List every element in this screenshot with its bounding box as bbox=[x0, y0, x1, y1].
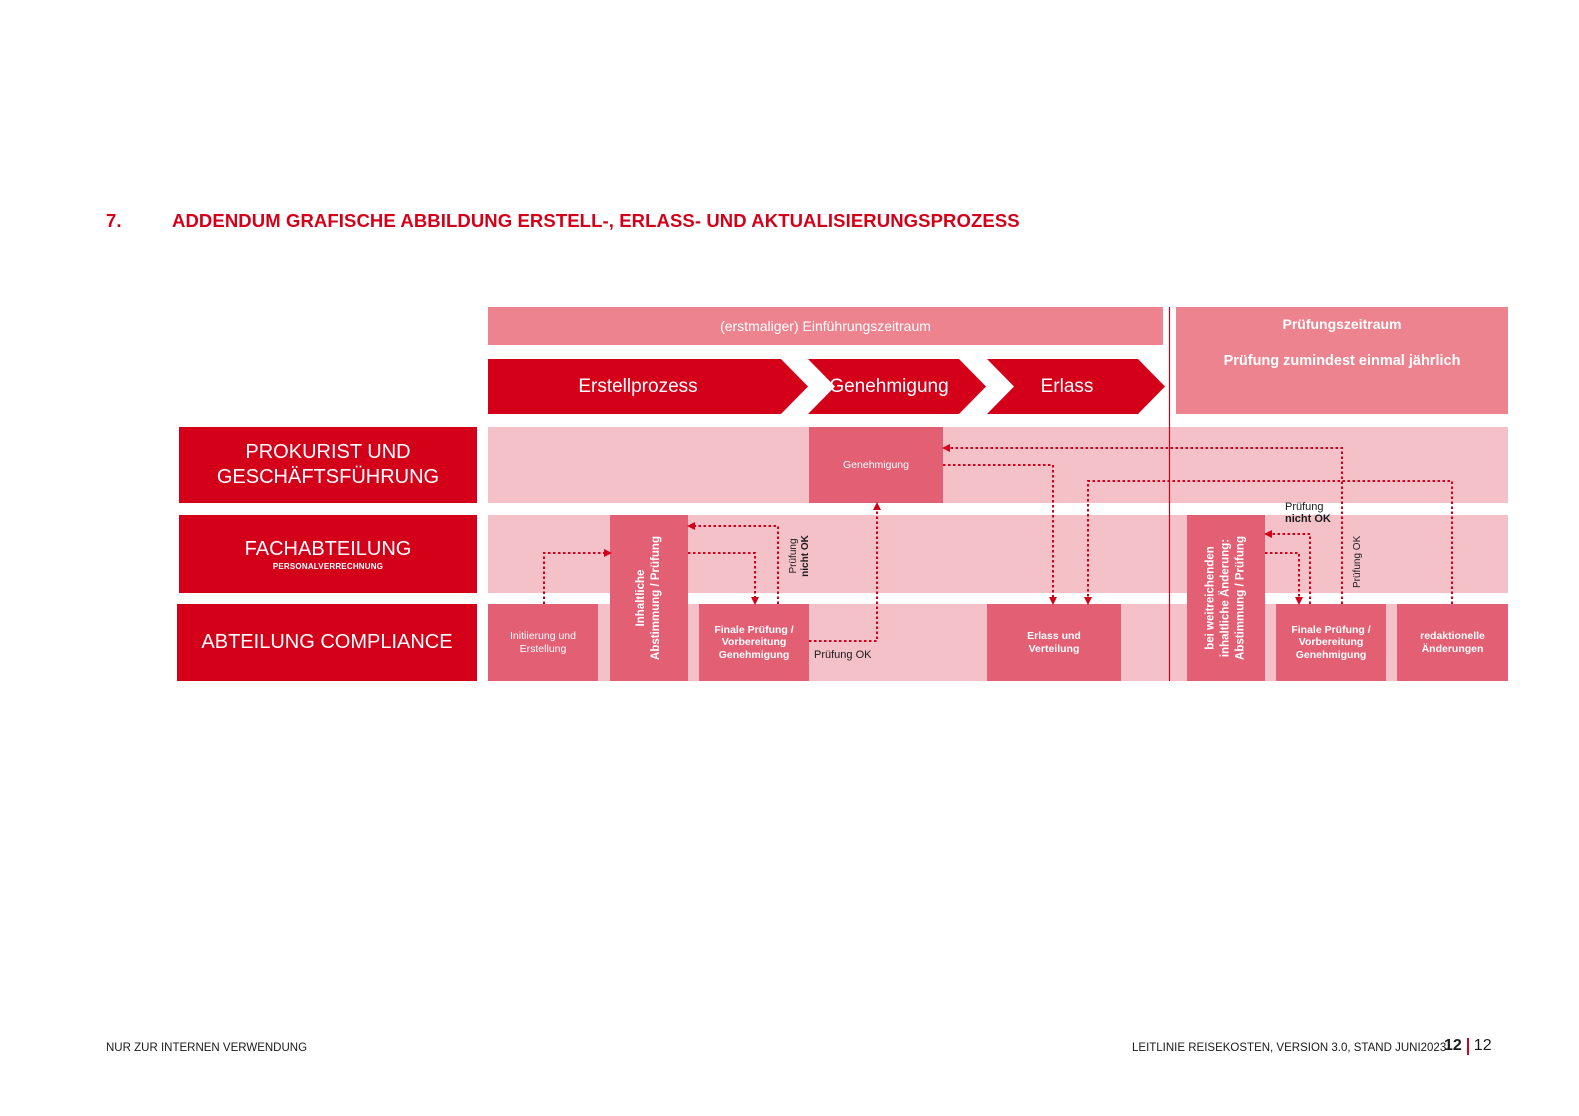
annotation-pruefung-nicht-ok-1: Prüfung nicht OK bbox=[788, 531, 812, 581]
step-label-erstellprozess: Erstellprozess bbox=[578, 375, 698, 397]
step-chevron-genehmigung bbox=[808, 359, 986, 414]
lane-label-fachabteilung-sub: PERSONALVERRECHNUNG bbox=[272, 561, 384, 571]
box-redaktionell-line1: redaktionelle bbox=[1420, 630, 1485, 642]
lane-label-compliance-title: ABTEILUNG COMPLIANCE bbox=[201, 631, 453, 653]
box-erlass-line2: Verteilung bbox=[1028, 642, 1080, 655]
footer-page-separator bbox=[1466, 1037, 1469, 1055]
box-finale1-line1: Finale Prüfung / bbox=[714, 623, 794, 636]
box-weitreichende-aenderung: bei weitreichenden inhaltliche Änderung:… bbox=[1187, 515, 1265, 681]
intro-period-bar: (erstmaliger) Einführungszeitraum bbox=[488, 307, 1163, 345]
box-finale2-line3: Genehmigung bbox=[1295, 648, 1367, 661]
footer-page-current: 12 bbox=[1444, 1037, 1462, 1054]
step-chevron-erstellprozess bbox=[488, 359, 808, 414]
arrow-finale-to-genehmigung bbox=[809, 502, 881, 642]
lane-label-compliance: ABTEILUNG COMPLIANCE bbox=[177, 604, 477, 681]
box-erlass-verteilung: Erlass und Verteilung bbox=[987, 604, 1121, 681]
section-title: ADDENDUM GRAFISCHE ABBILDUNG ERSTELL-, E… bbox=[172, 210, 1020, 231]
footer-confidentiality: NUR ZUR INTERNEN VERWENDUNG bbox=[106, 1042, 308, 1054]
footer-page-total: 12 bbox=[1473, 1037, 1492, 1054]
annotation-pruefung-ok-1: Prüfung OK bbox=[814, 649, 872, 661]
arrow-weitreichend-to-finale2 bbox=[1265, 552, 1303, 605]
box-finale2-line1: Finale Prüfung / bbox=[1291, 623, 1371, 636]
box-initiierung-line2: Erstellung bbox=[519, 642, 567, 655]
lane-label-fachabteilung-title: FACHABTEILUNG bbox=[244, 537, 412, 560]
arrow-finale2-back-to-weitreichend bbox=[1264, 530, 1311, 604]
step-label-erlass: Erlass bbox=[1040, 375, 1094, 397]
lane-label-prokurist-line2: GESCHÄFTSFÜHRUNG bbox=[216, 466, 440, 488]
step-label-genehmigung: Genehmigung bbox=[829, 375, 949, 397]
box-finale-pruefung-1: Finale Prüfung / Vorbereitung Genehmigun… bbox=[699, 604, 809, 681]
box-finale1-line3: Genehmigung bbox=[718, 648, 790, 661]
arrow-genehmigung-to-erlass bbox=[943, 464, 1057, 605]
box-finale1-line2: Vorbereitung bbox=[721, 636, 787, 649]
annotation-nicht-ok-2-line1: Prüfung bbox=[1285, 501, 1324, 513]
arrow-redaktionell-to-erlass bbox=[1084, 480, 1453, 605]
review-period-subtitle: Prüfung zumindest einmal jährlich bbox=[1223, 353, 1461, 369]
arrow-abstimmung-to-finale bbox=[688, 552, 759, 605]
annotation-pruefung-nicht-ok-2: Prüfung nicht OK bbox=[1285, 501, 1331, 525]
annotation-nicht-ok-1-line2: nicht OK bbox=[800, 535, 811, 577]
box-initiierung-line1: Initiierung und bbox=[510, 630, 576, 642]
box-redaktionell-line2: Änderungen bbox=[1421, 642, 1484, 655]
footer-document-info: LEITLINIE REISEKOSTEN, VERSION 3.0, STAN… bbox=[1132, 1042, 1447, 1054]
section-number: 7. bbox=[106, 210, 122, 231]
arrow-initiierung-to-abstimmung bbox=[543, 549, 612, 604]
box-genehmigung: Genehmigung bbox=[809, 427, 943, 503]
annotation-pruefung-ok-2: Prüfung OK bbox=[1352, 535, 1363, 588]
intro-period-label: (erstmaliger) Einführungszeitraum bbox=[720, 318, 931, 334]
box-finale2-line2: Vorbereitung bbox=[1298, 636, 1364, 649]
box-genehmigung-label: Genehmigung bbox=[843, 458, 909, 471]
step-chevron-erlass bbox=[987, 359, 1165, 414]
annotation-nicht-ok-1-line1: Prüfung bbox=[788, 538, 799, 574]
box-abstimmung: Inhaltliche Abstimmung / Prüfung bbox=[610, 515, 688, 681]
lane-label-prokurist: PROKURIST UND GESCHÄFTSFÜHRUNG bbox=[179, 427, 477, 503]
lane-label-fachabteilung: FACHABTEILUNG PERSONALVERRECHNUNG bbox=[179, 515, 477, 593]
box-initiierung: Initiierung und Erstellung bbox=[488, 604, 598, 681]
review-period-title: Prüfungszeitraum bbox=[1282, 316, 1402, 332]
box-redaktionelle-aenderungen: redaktionelle Änderungen bbox=[1397, 604, 1508, 681]
box-finale-pruefung-2: Finale Prüfung / Vorbereitung Genehmigun… bbox=[1276, 604, 1386, 681]
arrow-finale-back-to-abstimmung bbox=[687, 522, 779, 604]
box-erlass-line1: Erlass und bbox=[1027, 630, 1081, 642]
review-period-box: Prüfungszeitraum Prüfung zumindest einma… bbox=[1176, 307, 1508, 414]
footer-page-number: 12 12 bbox=[1444, 1037, 1492, 1055]
annotation-nicht-ok-2-line2: nicht OK bbox=[1285, 513, 1331, 525]
arrow-finale2-to-genehmigung bbox=[942, 444, 1343, 604]
lane-label-prokurist-line1: PROKURIST UND bbox=[245, 441, 411, 463]
